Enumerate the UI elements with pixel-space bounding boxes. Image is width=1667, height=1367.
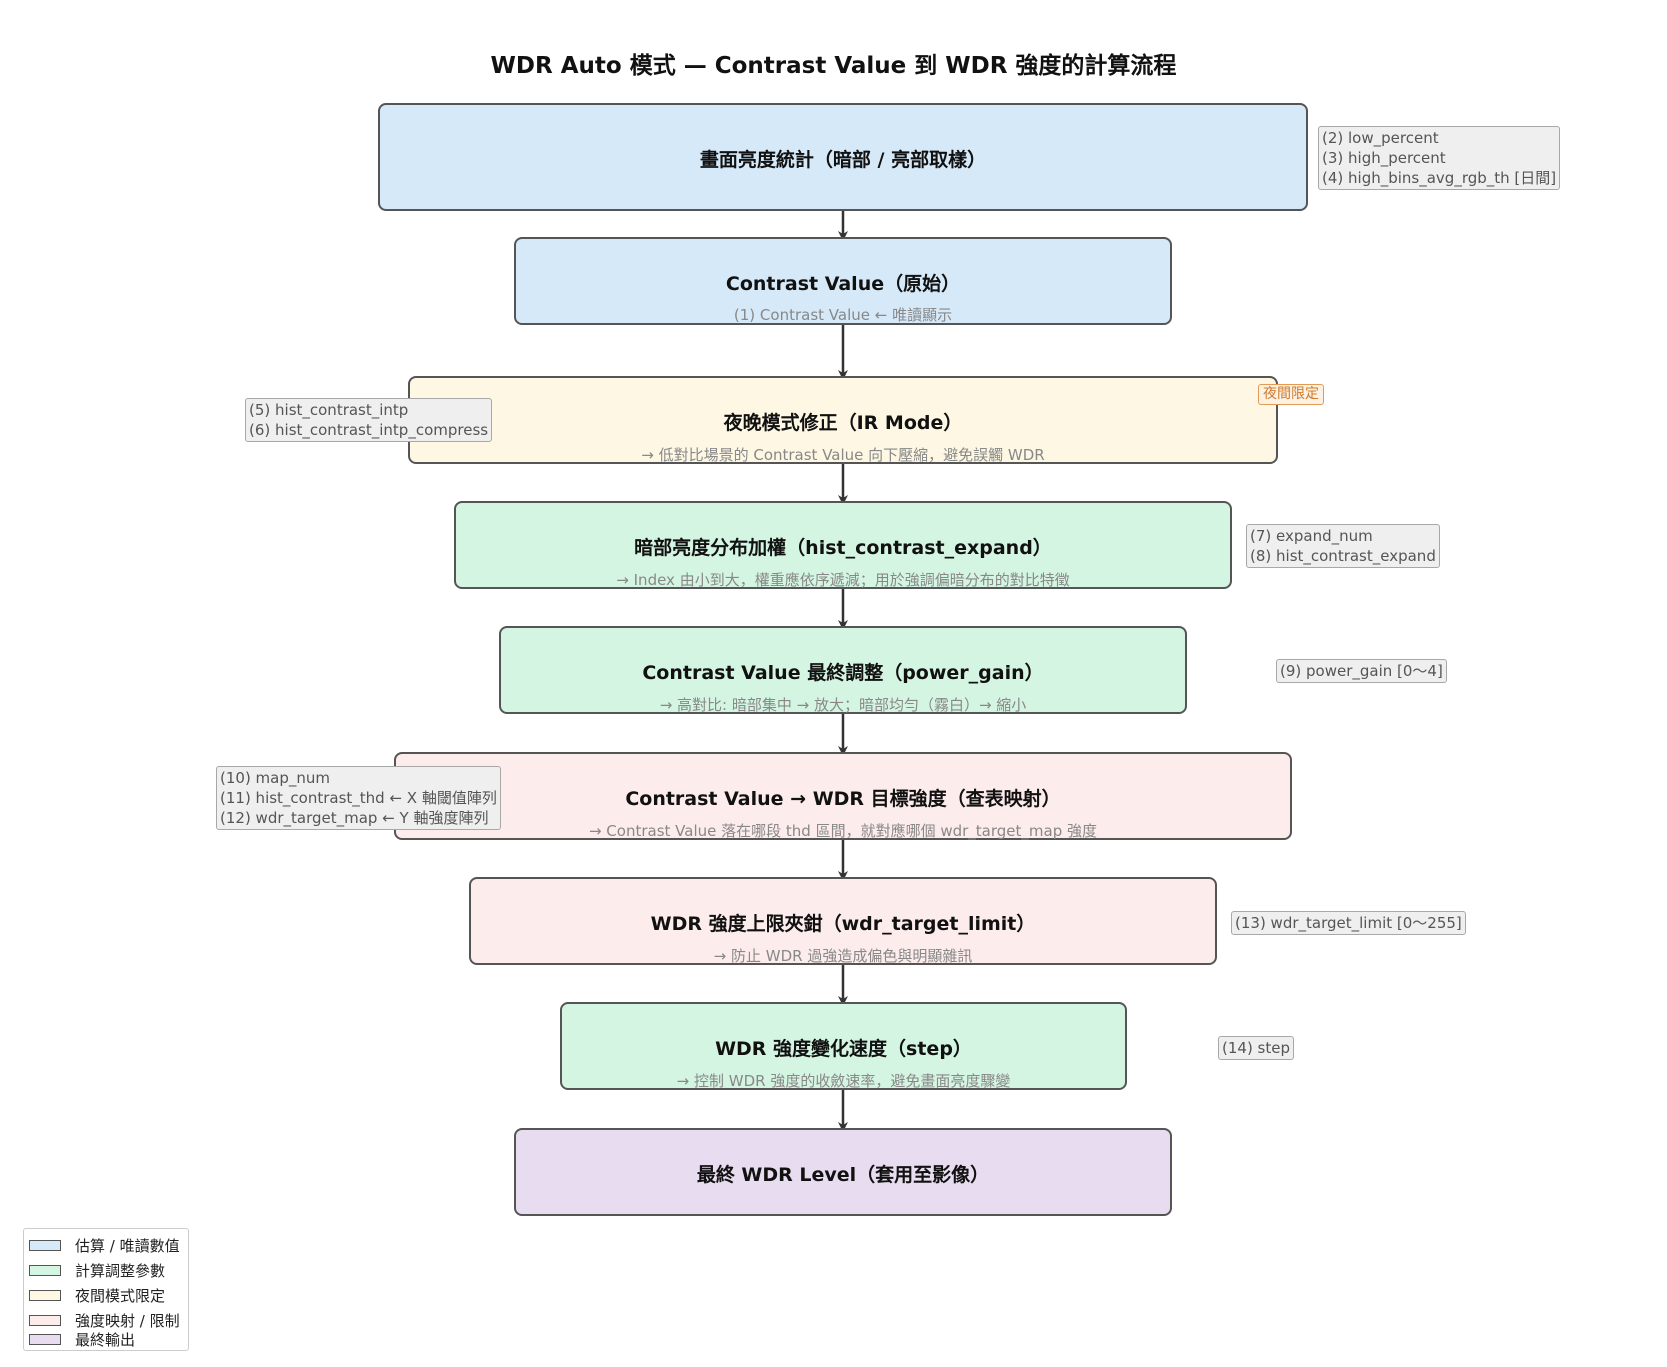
step-target-mapping-label: Contrast Value → WDR 目標強度（查表映射） — [625, 788, 1061, 810]
param-line: (9) power_gain [0～4] — [1280, 662, 1443, 680]
param-line: (6) hist_contrast_intp_compress — [249, 421, 489, 439]
step-dark-weighting: 暗部亮度分布加權（hist_contrast_expand） → Index 由… — [454, 501, 1232, 589]
legend-swatch — [29, 1265, 61, 1276]
legend-label: 最終輸出 — [75, 1331, 136, 1349]
param-line: (10) map_num — [220, 769, 331, 787]
param-note-limit: (13) wdr_target_limit [0～255] — [1231, 911, 1466, 935]
step-contrast-raw-label: Contrast Value（原始） — [725, 273, 961, 295]
legend-swatch — [29, 1315, 61, 1326]
param-line: (5) hist_contrast_intp — [249, 401, 409, 419]
param-line: (13) wdr_target_limit [0～255] — [1235, 914, 1462, 932]
step-night-mode-desc: → 低對比場景的 Contrast Value 向下壓縮，避免誤觸 WDR — [641, 446, 1045, 464]
legend-swatch — [29, 1334, 61, 1345]
legend-label: 強度映射 / 限制 — [75, 1312, 180, 1330]
step-night-mode: 夜晚模式修正（IR Mode） → 低對比場景的 Contrast Value … — [408, 376, 1278, 464]
step-power-gain-label: Contrast Value 最終調整（power_gain） — [642, 662, 1044, 684]
night-only-tag: 夜間限定 — [1258, 384, 1324, 405]
param-line: (14) step — [1222, 1039, 1291, 1057]
param-note-night: (5) hist_contrast_intp (6) hist_contrast… — [245, 398, 493, 442]
step-power-gain-desc: → 高對比: 暗部集中 → 放大；暗部均勻（霧白）→ 縮小 — [659, 696, 1027, 714]
step-final-output-label: 最終 WDR Level（套用至影像） — [696, 1164, 990, 1186]
legend-label: 估算 / 唯讀數值 — [75, 1237, 180, 1255]
step-speed-label: WDR 強度變化速度（step） — [715, 1038, 972, 1060]
legend-swatch — [29, 1240, 61, 1251]
diagram-title: WDR Auto 模式 — Contrast Value 到 WDR 強度的計算… — [490, 53, 1177, 79]
param-line: (7) expand_num — [1250, 527, 1373, 545]
param-line: (2) low_percent — [1322, 129, 1439, 147]
step-contrast-raw: Contrast Value（原始） (1) Contrast Value ← … — [514, 237, 1172, 325]
step-target-mapping-desc: → Contrast Value 落在哪段 thd 區間，就對應哪個 wdr_t… — [588, 822, 1098, 840]
step-target-limit-desc: → 防止 WDR 過強造成偏色與明顯雜訊 — [713, 947, 973, 965]
step-target-mapping: Contrast Value → WDR 目標強度（查表映射） → Contra… — [394, 752, 1292, 840]
legend: 估算 / 唯讀數值 計算調整參數 夜間模式限定 強度映射 / 限制 最終輸出 — [23, 1228, 189, 1351]
step-final-output: 最終 WDR Level（套用至影像） — [514, 1128, 1172, 1216]
step-dark-weighting-label: 暗部亮度分布加權（hist_contrast_expand） — [634, 537, 1052, 559]
step-target-limit-label: WDR 強度上限夾鉗（wdr_target_limit） — [650, 913, 1036, 935]
legend-swatch — [29, 1290, 61, 1301]
param-line: (4) high_bins_avg_rgb_th [日間] — [1322, 169, 1557, 187]
param-line: (11) hist_contrast_thd ← X 軸閾值陣列 — [220, 789, 497, 807]
step-power-gain: Contrast Value 最終調整（power_gain） → 高對比: 暗… — [499, 626, 1187, 714]
legend-label: 夜間模式限定 — [75, 1287, 166, 1305]
step-speed: WDR 強度變化速度（step） → 控制 WDR 強度的收斂速率，避免畫面亮度… — [560, 1002, 1127, 1090]
legend-label: 計算調整參數 — [75, 1262, 166, 1280]
param-note-expand: (7) expand_num (8) hist_contrast_expand — [1246, 524, 1440, 568]
param-note-power-gain: (9) power_gain [0～4] — [1276, 659, 1447, 683]
param-note-step: (14) step — [1218, 1036, 1295, 1060]
param-line: (12) wdr_target_map ← Y 軸強度陣列 — [220, 809, 489, 827]
step-contrast-raw-desc: (1) Contrast Value ← 唯讀顯示 — [733, 306, 953, 324]
param-line: (8) hist_contrast_expand — [1250, 547, 1436, 565]
step-dark-weighting-desc: → Index 由小到大，權重應依序遞減；用於強調偏暗分布的對比特徵 — [616, 571, 1070, 589]
step-speed-desc: → 控制 WDR 強度的收斂速率，避免畫面亮度驟變 — [676, 1072, 1011, 1090]
param-line: (3) high_percent — [1322, 149, 1446, 167]
param-note-mapping: (10) map_num (11) hist_contrast_thd ← X … — [216, 766, 501, 830]
param-note-brightness: (2) low_percent (3) high_percent (4) hig… — [1318, 126, 1561, 190]
step-brightness-stats: 畫面亮度統計（暗部 / 亮部取樣） — [378, 103, 1308, 211]
step-target-limit: WDR 強度上限夾鉗（wdr_target_limit） → 防止 WDR 過強… — [469, 877, 1217, 965]
step-night-mode-label: 夜晚模式修正（IR Mode） — [723, 412, 963, 434]
step-brightness-stats-label: 畫面亮度統計（暗部 / 亮部取樣） — [699, 149, 987, 171]
